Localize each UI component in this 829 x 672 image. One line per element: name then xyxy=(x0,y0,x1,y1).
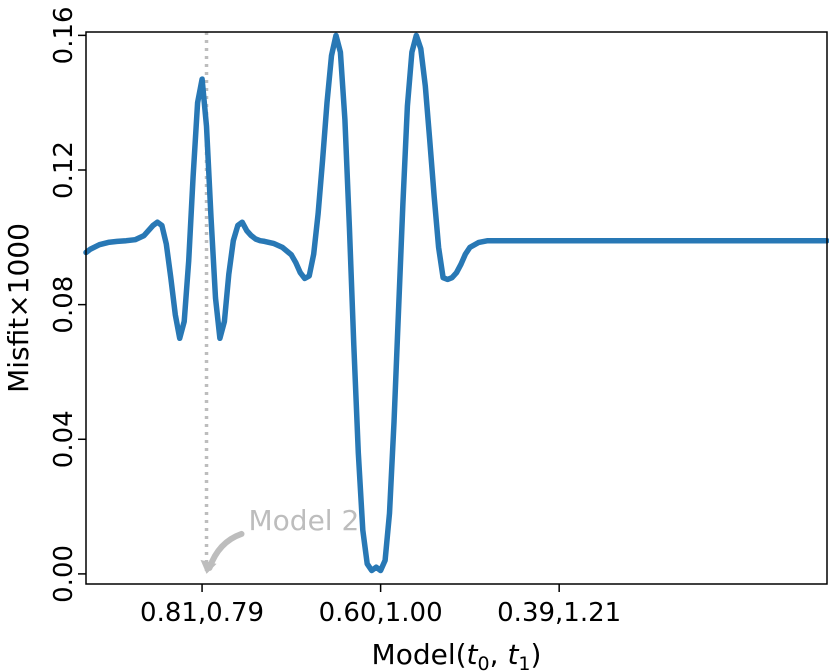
y-axis-label: Misfit×1000 xyxy=(2,223,35,393)
x-tick-label-2: 0.39,1.21 xyxy=(497,598,621,628)
series-line-0 xyxy=(83,32,829,574)
x-axis-label: Model(t0, t1) xyxy=(372,638,542,672)
x-axis-ticks: 0.81,0.79 0.60,1.00 0.39,1.21 xyxy=(140,584,621,628)
y-tick-label-0: 0.00 xyxy=(49,545,79,603)
y-tick-label-2: 0.08 xyxy=(49,276,79,334)
x-tick-label-0: 0.81,0.79 xyxy=(140,598,264,628)
y-tick-label-1: 0.04 xyxy=(49,410,79,468)
plot-area xyxy=(83,32,829,574)
axes-frame xyxy=(85,31,828,585)
y-axis-ticks: 0.00 0.04 0.08 0.12 0.16 xyxy=(49,6,86,603)
annotation-arrow-shaft xyxy=(206,530,245,571)
annotation-label: Model 2 xyxy=(249,504,360,537)
x-tick-label-1: 0.60,1.00 xyxy=(319,598,443,628)
y-tick-label-3: 0.12 xyxy=(49,141,79,199)
annotation-arrow-head xyxy=(200,559,217,574)
y-tick-label-4: 0.16 xyxy=(49,6,79,64)
model-2-annotation: Model 2 xyxy=(200,504,360,574)
